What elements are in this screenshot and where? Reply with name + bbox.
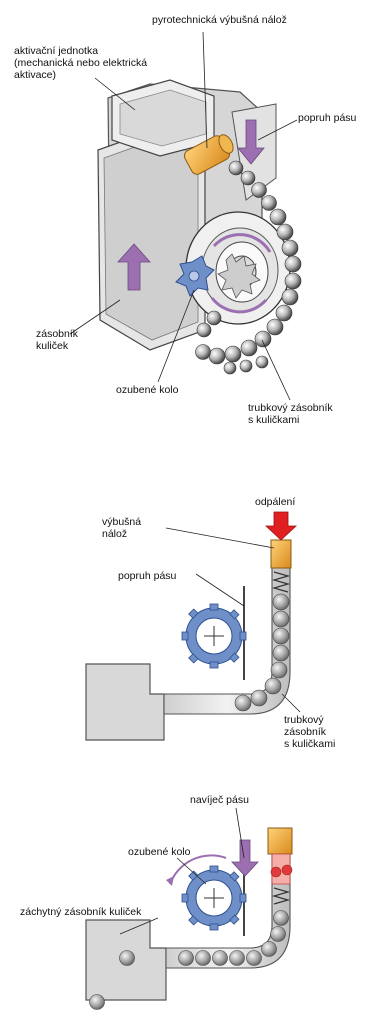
firing-arrow [266,512,296,540]
housing-block [86,664,164,740]
gas-bubble [282,865,292,875]
label-tube-1: trubkový zásobník s kuličkami [248,402,333,426]
label-ball-reservoir: zásobník kuliček [36,328,78,352]
label-tube-2: trubkový zásobník s kuličkami [284,714,335,750]
charge-3 [268,828,292,854]
figure2-schematic [86,512,300,740]
label-belt-strap-2: popruh pásu [118,570,176,582]
label-gear-3: ozubené kolo [128,846,190,858]
gear-3 [182,866,246,930]
gas-bubble [271,867,281,877]
rotation-arrowhead [166,876,174,886]
label-catch-reservoir: záchytný zásobník kuliček [20,906,141,918]
charge-2 [271,540,291,568]
housing-frame-inner [104,138,198,340]
label-gear-1: ozubené kolo [116,384,178,396]
label-firing: odpálení [255,496,295,508]
gear-2 [182,604,246,668]
figure1-unit [70,32,301,400]
retract-arrow [232,840,258,876]
label-explosive-charge: pyrotechnická výbušná nálož [152,14,287,26]
label-activation-unit: aktivační jednotka (mechanická nebo elek… [14,45,147,81]
label-charge: výbušná nálož [102,516,141,540]
label-retractor: navíječ pásu [190,794,249,806]
label-belt-strap-1: popruh pásu [298,112,356,124]
